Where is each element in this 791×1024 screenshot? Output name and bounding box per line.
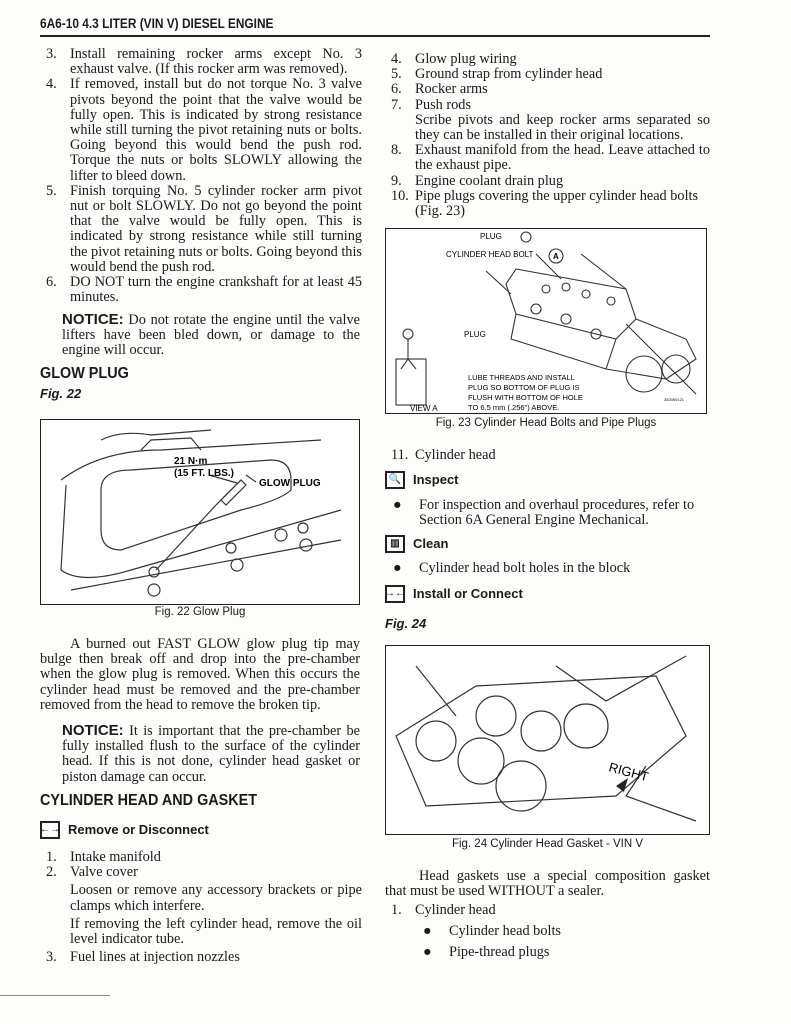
cylinder-head-bolts-drawing: PLUG CYLINDER HEAD BOLT A PLUG LUBE THRE… (395, 231, 697, 413)
fig22-caption: Fig. 22 Glow Plug (154, 606, 246, 618)
remove-item-6: 6.Rocker arms (391, 81, 488, 98)
install-bullet-bolts: ●Cylinder head bolts (423, 923, 561, 939)
remove-item-5: 5.Ground strap from cylinder head (391, 66, 603, 83)
notice-bleed: NOTICE: Do not rotate the engine until t… (62, 311, 360, 359)
plug-label: PLUG (480, 232, 502, 241)
cylinder-head-bolt-label: CYLINDER HEAD BOLT (446, 250, 534, 259)
clean-brush-icon: ▥ (385, 535, 405, 553)
header-rule (40, 35, 710, 37)
plug-label-2: PLUG (464, 330, 486, 339)
remove-item-10: 10.Pipe plugs covering the upper cylinde… (391, 187, 699, 220)
step-4: 4.If removed, install but do not torque … (46, 76, 362, 184)
left-steps: 3.Install remaining rocker arms except N… (40, 46, 362, 306)
install-arrows-icon: →← (385, 585, 405, 603)
remove-item-3: 3.Fuel lines at injection nozzles (46, 949, 240, 966)
remove-item-7: 7.Push rods (391, 96, 472, 113)
remove-item-9: 9.Engine coolant drain plug (391, 172, 564, 189)
remove-item-1: 1.Intake manifold (46, 849, 161, 865)
figure-code: 382050121 (664, 397, 685, 402)
cylinder-head-heading: CYLINDER HEAD AND GASKET (40, 792, 258, 809)
glow-plug-heading: GLOW PLUG (40, 365, 129, 382)
lube-note-line-3: FLUSH WITH BOTTOM OF HOLE (468, 393, 583, 402)
direction-arrow-icon (616, 778, 628, 792)
notice-prechamber: NOTICE: It is important that the pre-cha… (62, 722, 360, 785)
remove-item-2: 2.Valve cover (46, 864, 138, 881)
install-bullet-plugs: ●Pipe-thread plugs (423, 944, 550, 960)
clean-bullet: ●Cylinder head bolt holes in the block (393, 560, 631, 576)
lube-note-line-2: PLUG SO BOTTOM OF PLUG IS (468, 383, 580, 392)
fig24-ref: Fig. 24 (385, 616, 427, 631)
view-a-label: VIEW A (410, 404, 438, 413)
install-item-1: 1.Cylinder head (391, 902, 496, 918)
inspect-heading: 🔍Inspect (385, 471, 459, 489)
fig23-caption: Fig. 23 Cylinder Head Bolts and Pipe Plu… (435, 417, 657, 429)
fig24-illustration: RIGHT (385, 645, 710, 835)
right-side-label: RIGHT (607, 759, 650, 784)
remove-list: 1.Intake manifold 2.Valve cover Loosen o… (40, 849, 362, 966)
remove-item-7-note: Scribe pivots and keep rocker arms separ… (415, 111, 710, 144)
remove-arrows-icon: ←→ (40, 821, 60, 839)
clean-heading: ▥Clean (385, 535, 448, 553)
remove-item-2-note-1: Loosen or remove any accessory brackets … (70, 882, 362, 914)
fig22-ref: Fig. 22 (40, 386, 82, 401)
glow-plug-label: GLOW PLUG (259, 478, 321, 489)
remove-item-2-note-2: If removing the left cylinder head, remo… (70, 915, 362, 948)
footer-rule (0, 995, 110, 996)
fig24-caption: Fig. 24 Cylinder Head Gasket - VIN V (451, 838, 644, 850)
remove-disconnect-heading: ←→Remove or Disconnect (40, 821, 209, 839)
item-11: 11.Cylinder head (391, 447, 496, 463)
install-connect-heading: →←Install or Connect (385, 585, 523, 603)
glow-plug-drawing: 21 N·m (15 FT. LBS.) GLOW PLUG (60, 429, 342, 597)
fig23-illustration: PLUG CYLINDER HEAD BOLT A PLUG LUBE THRE… (385, 228, 707, 414)
glow-plug-paragraph: A burned out FAST GLOW glow plug tip may… (40, 636, 360, 713)
remove-item-4: 4.Glow plug wiring (391, 51, 517, 67)
head-gasket-drawing: RIGHT (395, 655, 697, 822)
fig22-illustration: 21 N·m (15 FT. LBS.) GLOW PLUG (40, 419, 360, 605)
step-6: 6.DO NOT turn the engine crankshaft for … (46, 274, 362, 306)
torque-ftlbs-label: (15 FT. LBS.) (174, 468, 234, 479)
view-a-marker: A (553, 252, 559, 261)
right-list: 4.Glow plug wiring 5.Ground strap from c… (385, 51, 710, 220)
inspect-magnifier-icon: 🔍 (385, 471, 405, 489)
lube-note-line-4: TO 6.5 mm (.256") ABOVE. (468, 403, 559, 412)
gasket-paragraph: Head gaskets use a special composition g… (385, 868, 710, 900)
remove-item-8: 8.Exhaust manifold from the head. Leave … (391, 142, 710, 174)
torque-nm-label: 21 N·m (174, 456, 207, 467)
step-5: 5.Finish torquing No. 5 cylinder rocker … (46, 182, 362, 275)
page-header: 6A6-10 4.3 LITER (VIN V) DIESEL ENGINE (40, 16, 274, 31)
step-3: 3.Install remaining rocker arms except N… (46, 46, 362, 78)
inspect-bullet: ●For inspection and overhaul procedures,… (393, 497, 695, 529)
lube-note-line-1: LUBE THREADS AND INSTALL (468, 373, 575, 382)
